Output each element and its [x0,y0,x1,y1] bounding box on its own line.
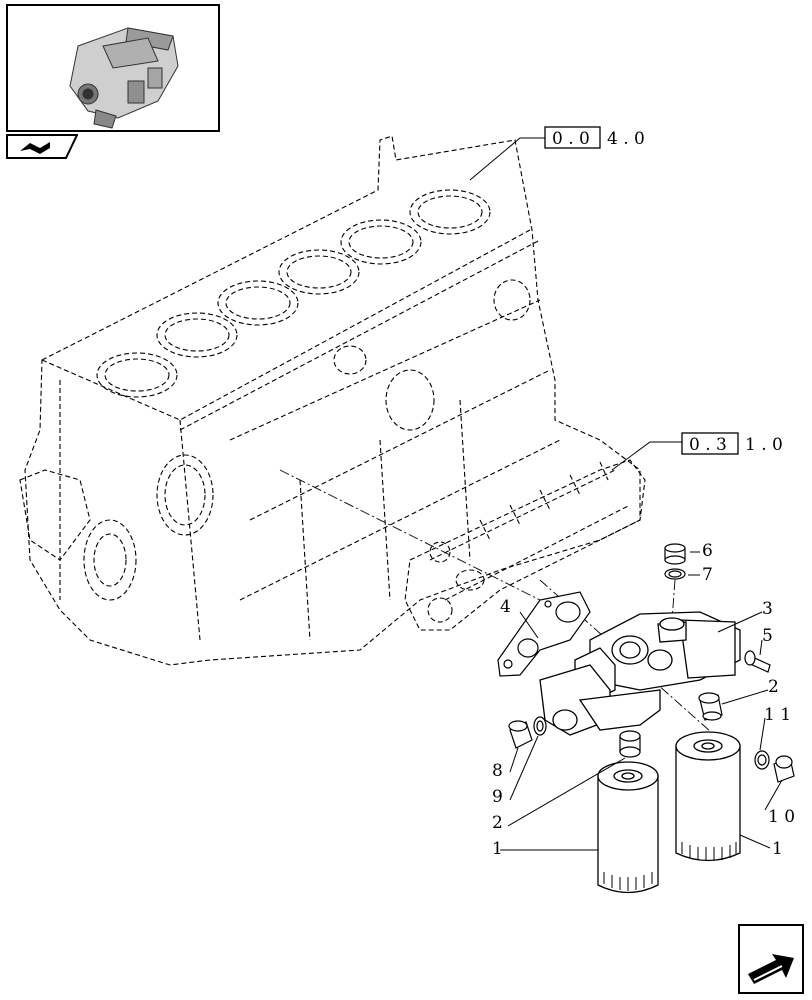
callout-9: 9 [492,787,503,807]
filter-head-part [539,611,741,736]
callout-3: 3 [762,599,773,619]
callout-2-right: 2 [768,677,779,697]
next-page-arrow-icon [738,924,804,994]
page-tab[interactable] [6,134,79,164]
page-tab-icon [6,134,79,159]
leader-line-block [469,137,545,181]
filter-cartridge-left [597,761,659,894]
next-page-button[interactable] [738,924,804,994]
filter-cartridge-right [675,731,741,862]
nipple-part-right [698,692,723,721]
callout-4: 4 [500,597,511,617]
callout-6: 6 [702,541,713,561]
plug-part-left [508,720,533,749]
callout-5: 5 [762,626,773,646]
callout-2-left: 2 [492,813,503,833]
reference-cooler[interactable]: 0 . 3 1 . 0 [681,432,783,455]
callout-1-right: 1 [772,839,783,859]
callout-11: 1 1 [764,705,791,725]
engine-thumbnail [6,4,220,132]
reference-cooler-boxed: 0 . 3 [689,435,727,455]
washer-part [664,568,686,580]
reference-block[interactable]: 0 . 0 4 . 0 [544,126,645,149]
callout-7: 7 [702,565,713,585]
callout-1-left: 1 [492,839,503,859]
engine-thumbnail-icon [69,27,179,129]
washer-part-right [754,750,770,770]
callout-labels: 6 7 3 5 2 4 1 1 1 0 8 9 2 1 1 [492,541,795,859]
callout-leaders [500,551,783,851]
callout-10: 1 0 [768,807,795,827]
reference-cooler-rest: 1 . 0 [745,435,783,455]
plug-part-right [773,755,795,783]
leader-line-cooler [611,441,682,471]
plug-part [664,543,686,565]
washer-part-left [533,716,547,736]
callout-8: 8 [492,761,503,781]
reference-block-boxed: 0 . 0 [552,129,590,149]
screw-part [744,650,771,673]
nipple-part-left [619,730,641,758]
gasket-part [497,591,591,677]
oil-cooler-outline [404,459,646,631]
reference-block-rest: 4 . 0 [607,129,645,149]
